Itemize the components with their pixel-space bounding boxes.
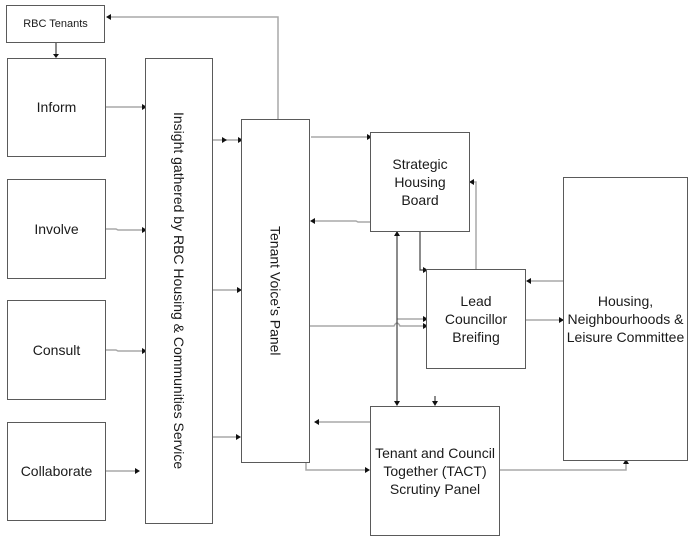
node-label: RBC Tenants <box>23 17 88 30</box>
edge-lead-strategic <box>473 181 477 269</box>
node-housing-committee: Housing, Neighbourhoods & Leisure Commit… <box>563 177 688 461</box>
node-label: Collaborate <box>20 463 93 480</box>
node-label: Tenant Voice's Panel <box>267 226 284 356</box>
node-inform: Inform <box>7 58 106 157</box>
node-tenant-voice-panel: Tenant Voice's Panel <box>241 119 310 463</box>
node-label: Strategic Housing Board <box>392 155 448 209</box>
node-tact-scrutiny-panel: Tenant and Council Together (TACT) Scrut… <box>370 406 500 536</box>
arrowhead <box>135 468 140 474</box>
node-label: Tenant and Council Together (TACT) Scrut… <box>375 444 495 498</box>
edge-consult-insight <box>105 349 143 352</box>
node-label: Housing, Neighbourhoods & Leisure Commit… <box>566 292 685 346</box>
node-label: Insight gathered by RBC Housing & Commun… <box>171 112 188 470</box>
node-insight-gathered: Insight gathered by RBC Housing & Commun… <box>145 58 213 524</box>
edge-strategic-panel <box>314 220 370 223</box>
edge-involve-insight <box>105 228 143 231</box>
arrowhead <box>314 419 319 425</box>
node-lead-councillor-briefing: Lead Councillor Breifing <box>426 269 526 369</box>
edge-tact-committee <box>499 463 627 471</box>
node-label: Involve <box>34 220 79 237</box>
node-label: Lead Councillor Breifing <box>444 292 508 346</box>
node-strategic-housing-board: Strategic Housing Board <box>370 132 470 232</box>
arrowhead <box>310 218 315 224</box>
node-label: Consult <box>32 341 81 358</box>
node-rbc-tenants: RBC Tenants <box>6 5 105 43</box>
node-involve: Involve <box>7 179 106 279</box>
edge-strategic-lead <box>419 231 424 271</box>
edge-panel-tact <box>305 462 366 471</box>
node-label: Inform <box>36 99 77 116</box>
edge-panel-lead-2 <box>309 322 424 327</box>
arrowhead <box>106 14 111 20</box>
node-collaborate: Collaborate <box>7 422 106 521</box>
node-consult: Consult <box>7 300 106 400</box>
arrowhead <box>526 278 531 284</box>
arrowhead <box>222 137 227 143</box>
